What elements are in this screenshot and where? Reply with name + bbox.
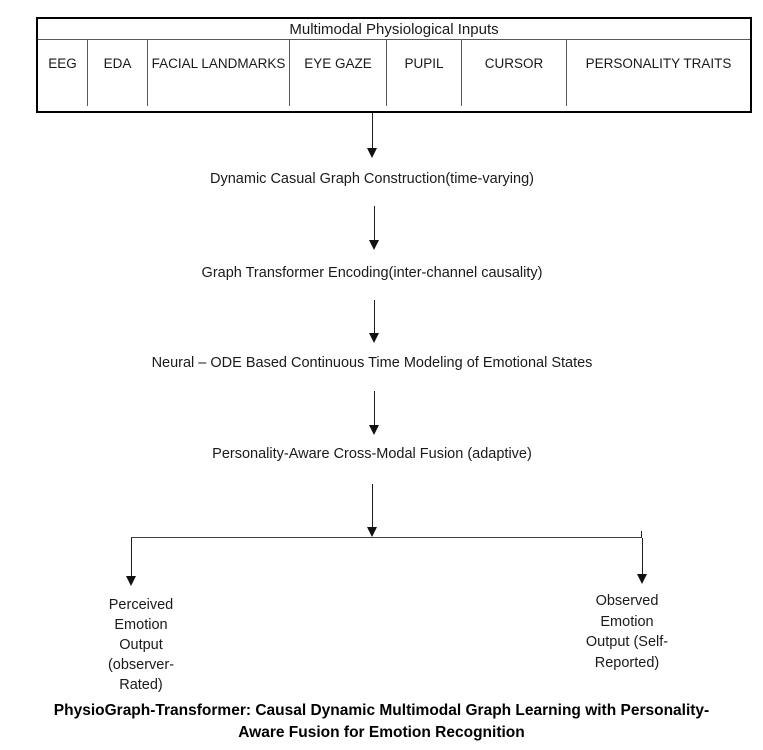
arrow-head-icon — [367, 527, 377, 537]
output-line: (observer- — [107, 657, 175, 673]
down-arrow-4 — [369, 391, 379, 435]
input-cell-eye-gaze: EYE GAZE — [290, 40, 387, 106]
arrow-head-icon — [369, 425, 379, 435]
inputs-table-row: EEG EDA FACIAL LANDMARKS EYE GAZE PUPIL … — [38, 40, 750, 106]
down-arrow-2 — [369, 206, 379, 250]
output-line: Rated) — [119, 677, 163, 693]
input-cell-personality-traits: PERSONALITY TRAITS — [585, 56, 732, 71]
arrow-shaft — [130, 538, 132, 576]
branch-right-tick — [641, 531, 642, 538]
arrow-shaft — [371, 113, 373, 148]
output-line: Output (Self- — [585, 634, 669, 650]
input-cell-eeg: EEG — [38, 40, 88, 106]
arrow-head-icon — [126, 576, 136, 586]
output-line: Observed — [595, 593, 659, 609]
down-arrow-3 — [369, 300, 379, 343]
output-line: Emotion — [600, 613, 654, 630]
down-arrow-1 — [367, 113, 377, 158]
stage-label-graph-transformer: Graph Transformer Encoding(inter-channel… — [201, 265, 543, 281]
output-perceived-emotion: Perceived Emotion Output (observer- Rate… — [81, 595, 201, 695]
arrow-head-icon — [367, 148, 377, 158]
arrow-head-icon — [637, 574, 647, 584]
arrow-shaft — [373, 300, 375, 333]
output-line: Output — [119, 637, 163, 653]
output-line: Emotion — [114, 617, 168, 633]
diagram-title: PhysioGraph-Transformer: Causal Dynamic … — [0, 700, 763, 744]
arrow-shaft — [373, 391, 375, 425]
branch-connector-line — [131, 537, 642, 538]
branch-arrow-left — [126, 538, 136, 586]
stage-label-neural-ode: Neural – ODE Based Continuous Time Model… — [151, 355, 593, 371]
branch-arrow-right — [637, 538, 647, 584]
output-line: Reported) — [594, 654, 660, 671]
down-arrow-5 — [367, 484, 377, 537]
diagram-title-line: PhysioGraph-Transformer: Causal Dynamic … — [53, 702, 710, 719]
input-cell-cursor: CURSOR — [462, 40, 567, 106]
input-cell-pupil: PUPIL — [387, 40, 462, 106]
arrow-head-icon — [369, 240, 379, 250]
arrow-shaft — [373, 206, 375, 240]
diagram-title-line: Aware Fusion for Emotion Recognition — [238, 724, 525, 741]
arrow-shaft — [641, 538, 643, 574]
output-line: Perceived — [108, 597, 174, 613]
stage-label-causal-graph: Dynamic Casual Graph Construction(time-v… — [210, 171, 534, 187]
stage-label-fusion: Personality-Aware Cross-Modal Fusion (ad… — [212, 446, 532, 462]
arrow-shaft — [371, 484, 373, 527]
arrow-head-icon — [369, 333, 379, 343]
inputs-table-header: Multimodal Physiological Inputs — [38, 19, 750, 40]
multimodal-inputs-table: Multimodal Physiological Inputs EEG EDA … — [36, 17, 752, 113]
output-observed-emotion: Observed Emotion Output (Self- Reported) — [557, 591, 697, 673]
input-cell-eda: EDA — [88, 40, 148, 106]
input-cell-facial-landmarks: FACIAL LANDMARKS — [148, 40, 290, 106]
